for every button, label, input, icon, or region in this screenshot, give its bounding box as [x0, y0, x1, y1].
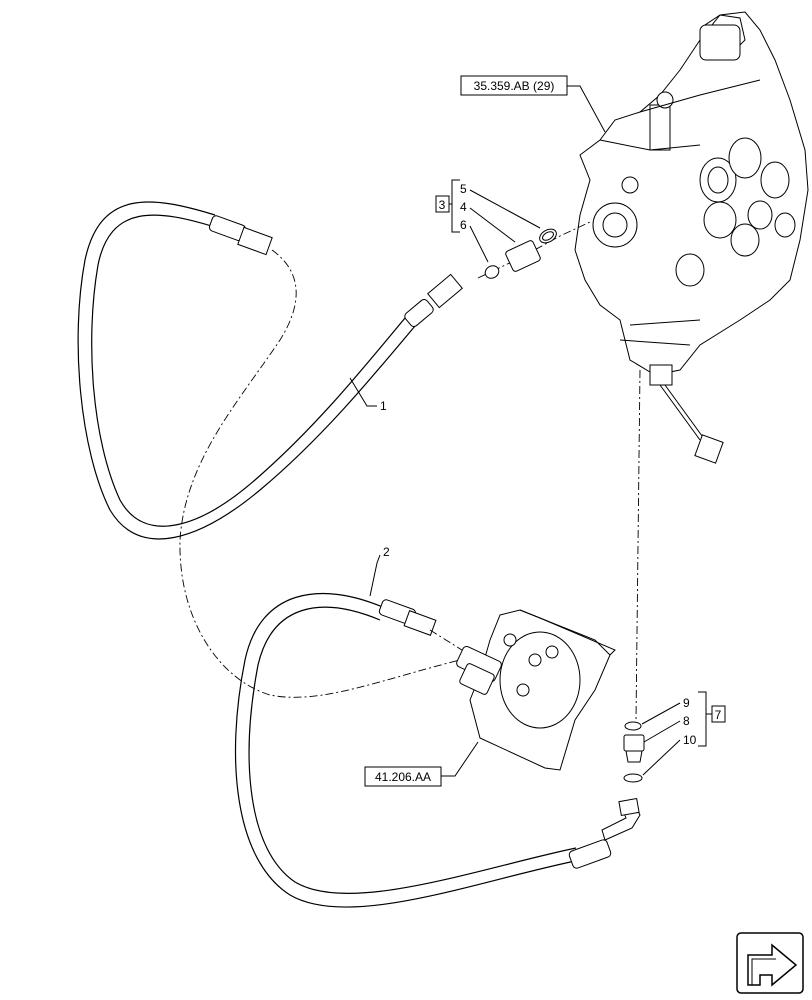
callout-5: 5 [460, 182, 467, 196]
leader-8 [643, 720, 681, 743]
adapter-fittings-lower [623, 721, 645, 783]
callout-10: 10 [683, 733, 697, 747]
ref-box-motor[interactable]: 41.206.AA [364, 766, 442, 787]
leader-6 [469, 225, 489, 263]
leader-9 [641, 702, 681, 725]
callout-7: 7 [715, 708, 722, 722]
group-7: 7 9 8 10 [641, 691, 726, 776]
bracket-7 [698, 691, 712, 747]
callout-6: 6 [460, 218, 467, 232]
callout-2: 2 [383, 545, 390, 559]
callout-1: 1 [380, 399, 387, 413]
callout-4: 4 [460, 200, 467, 214]
adapter-fittings-upper [484, 228, 557, 279]
next-page-arrow-icon[interactable] [736, 932, 804, 994]
group-3: 3 5 4 6 [435, 179, 541, 263]
leader-5 [469, 189, 541, 229]
hose-2 [234, 592, 641, 908]
leader-10 [642, 739, 681, 776]
leader-motor-ref [441, 741, 479, 777]
callout-3: 3 [439, 198, 446, 212]
callout-8: 8 [683, 714, 690, 728]
leader-4 [469, 207, 516, 243]
leader-valve-ref [567, 85, 606, 133]
hose-1 [77, 201, 463, 540]
ref-valve-label: 35.359.AB (29) [474, 79, 555, 93]
leader-1 [349, 377, 377, 407]
ref-box-valve[interactable]: 35.359.AB (29) [460, 75, 568, 96]
leader-2 [369, 554, 381, 597]
callout-9: 9 [683, 696, 690, 710]
bracket-3 [449, 179, 460, 233]
steering-unit [456, 609, 616, 771]
ref-motor-label: 41.206.AA [375, 770, 431, 784]
control-valve [574, 11, 809, 464]
